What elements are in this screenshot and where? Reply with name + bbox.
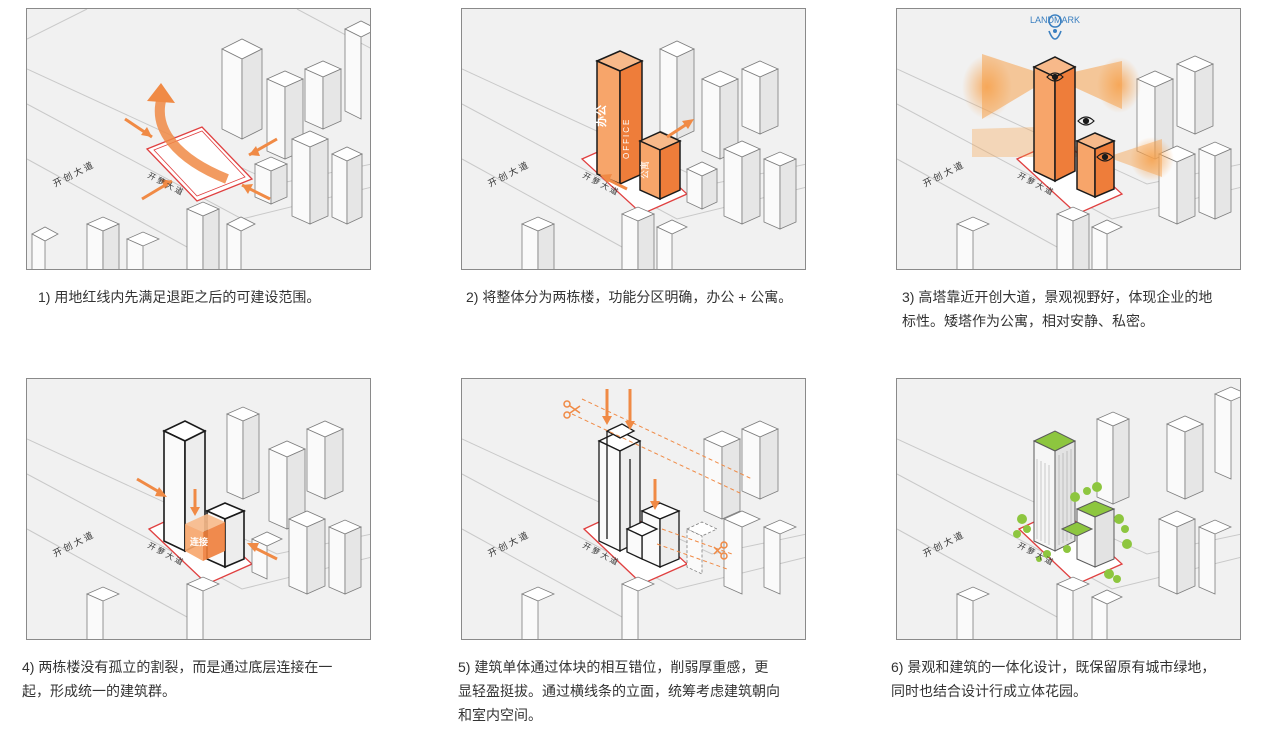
scissors-icon — [563, 400, 581, 419]
massing-diagram-6: 开 创 大 道 开 萝 大 道 — [897, 379, 1240, 639]
caption-5-line-1: 5) 建筑单体通过体块的相互错位，削弱厚重感，更 — [458, 659, 769, 675]
cut-arrows — [602, 389, 660, 510]
office-label-cn: 办公 — [594, 105, 608, 127]
landmark-label: LANDMARK — [1030, 15, 1080, 25]
caption-5-line-3: 和室内空间。 — [458, 707, 542, 723]
caption-5-line-2: 显轻盈挺拔。通过横线条的立面，统筹考虑建筑朝向 — [458, 683, 780, 699]
caption-4: 4) 两栋楼没有孤立的割裂，而是通过底层连接在一 起，形成统一的建筑群。 — [22, 655, 372, 703]
apartment-label: 公寓 — [639, 161, 650, 179]
massing-diagram-5: 开 创 大 道 开 萝 大 道 — [462, 379, 805, 639]
caption-6: 6) 景观和建筑的一体化设计，既保留原有城市绿地， 同时也结合设计行成立体花园。 — [891, 655, 1241, 703]
location-pin-icon — [1048, 14, 1062, 40]
caption-3-line-1: 3) 高塔靠近开创大道，景观视野好，体现企业的地 — [902, 289, 1213, 305]
office-label-en: OFFICE — [622, 118, 631, 159]
high-tower — [1032, 56, 1077, 183]
trees — [1013, 482, 1132, 583]
massing-diagram-2: 办公 OFFICE 公寓 开 创 大 道 开 萝 大 道 — [462, 9, 805, 269]
setback-arrows — [124, 83, 278, 201]
scissors-icon — [713, 541, 728, 560]
caption-6-line-2: 同时也结合设计行成立体花园。 — [891, 683, 1087, 699]
caption-1: 1) 用地红线内先满足退距之后的可建设范围。 — [38, 289, 321, 305]
green-tower-short — [1060, 500, 1116, 568]
massing-diagram-3: LANDMARK 开 创 大 道 开 萝 大 道 — [897, 9, 1240, 269]
caption-3: 3) 高塔靠近开创大道，景观视野好，体现企业的地 标性。矮塔作为公寓，相对安静、… — [902, 285, 1252, 333]
caption-3-line-2: 标性。矮塔作为公寓，相对安静、私密。 — [902, 313, 1154, 329]
massing-diagram-1: 开 创 大 道 开 萝 大 道 — [27, 9, 370, 269]
tall-tower — [162, 420, 207, 553]
eye-icon — [1046, 72, 1114, 162]
low-tower — [1075, 132, 1116, 199]
caption-2: 2) 将整体分为两栋楼，功能分区明确，办公 + 公寓。 — [466, 289, 793, 305]
diagram-panel-1: 开 创 大 道 开 萝 大 道 — [26, 8, 371, 270]
link-arrows — [136, 477, 278, 561]
diagram-panel-4: 连接 开 创 大 道 开 萝 大 道 — [26, 378, 371, 640]
diagram-panel-2: 办公 OFFICE 公寓 开 创 大 道 开 萝 大 道 — [461, 8, 806, 270]
cut-lines — [571, 398, 753, 570]
caption-4-line-1: 4) 两栋楼没有孤立的割裂，而是通过底层连接在一 — [22, 659, 333, 675]
link-label: 连接 — [190, 536, 208, 547]
office-tower — [595, 50, 644, 186]
view-cones — [962, 54, 1174, 181]
caption-6-line-1: 6) 景观和建筑的一体化设计，既保留原有城市绿地， — [891, 659, 1216, 675]
function-arrows — [600, 119, 694, 191]
stepped-short-tower — [625, 502, 681, 569]
diagram-panel-3: LANDMARK 开 创 大 道 开 萝 大 道 — [896, 8, 1241, 270]
podium-link — [185, 514, 225, 561]
diagram-panel-5: 开 创 大 道 开 萝 大 道 — [461, 378, 806, 640]
green-tower-tall — [1032, 430, 1077, 552]
caption-4-line-2: 起，形成统一的建筑群。 — [22, 683, 176, 699]
diagram-panel-6: 开 创 大 道 开 萝 大 道 — [896, 378, 1241, 640]
massing-diagram-4: 连接 开 创 大 道 开 萝 大 道 — [27, 379, 370, 639]
caption-5: 5) 建筑单体通过体块的相互错位，削弱厚重感，更 显轻盈挺拔。通过横线条的立面，… — [458, 655, 808, 727]
